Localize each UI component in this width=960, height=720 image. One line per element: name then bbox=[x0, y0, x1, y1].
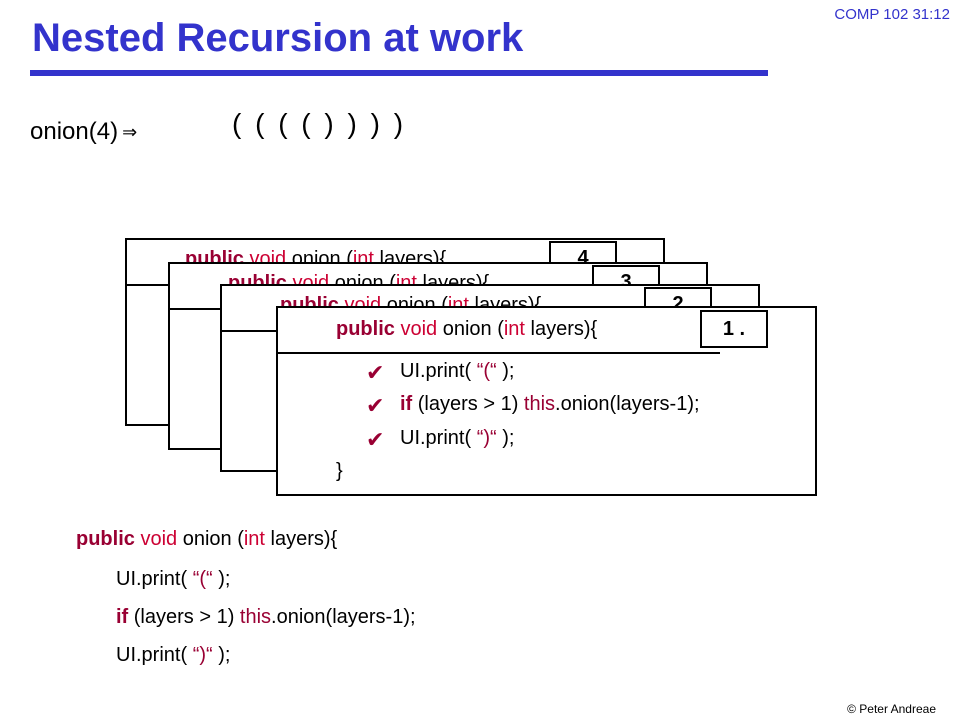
implies-arrow-icon: ⇒ bbox=[122, 122, 138, 142]
frame-signature: public void onion (int layers){ bbox=[336, 318, 598, 340]
call-text: onion(4) bbox=[30, 118, 119, 145]
frame-close-brace: } bbox=[336, 460, 343, 482]
call-expression: onion(4)⇒ bbox=[30, 118, 137, 146]
course-label: COMP 102 31:12 bbox=[834, 6, 950, 23]
frame-print-open: UI.print( “(“ ); bbox=[400, 360, 515, 382]
code-if-line: if (layers > 1) this.onion(layers-1); bbox=[116, 606, 416, 628]
page-title: Nested Recursion at work bbox=[32, 16, 524, 60]
copyright-footer: © Peter Andreae bbox=[847, 702, 936, 716]
frame-value-box: 1 . bbox=[700, 310, 768, 348]
frame-divider bbox=[278, 352, 720, 354]
stack-frame-1: public void onion (int layers){ 1 . ✔ UI… bbox=[276, 306, 817, 496]
check-icon: ✔ bbox=[366, 393, 385, 418]
frame-if-line: if (layers > 1) this.onion(layers-1); bbox=[400, 393, 700, 415]
code-signature: public void onion (int layers){ bbox=[76, 528, 338, 550]
check-icon: ✔ bbox=[366, 427, 385, 452]
check-icon: ✔ bbox=[366, 360, 385, 385]
title-underline bbox=[30, 70, 768, 76]
output-parentheses: ( ( ( ( ) ) ) ) bbox=[232, 108, 407, 139]
frame-print-close: UI.print( “)“ ); bbox=[400, 427, 515, 449]
code-print-open: UI.print( “(“ ); bbox=[116, 568, 231, 590]
code-print-close: UI.print( “)“ ); bbox=[116, 644, 231, 666]
